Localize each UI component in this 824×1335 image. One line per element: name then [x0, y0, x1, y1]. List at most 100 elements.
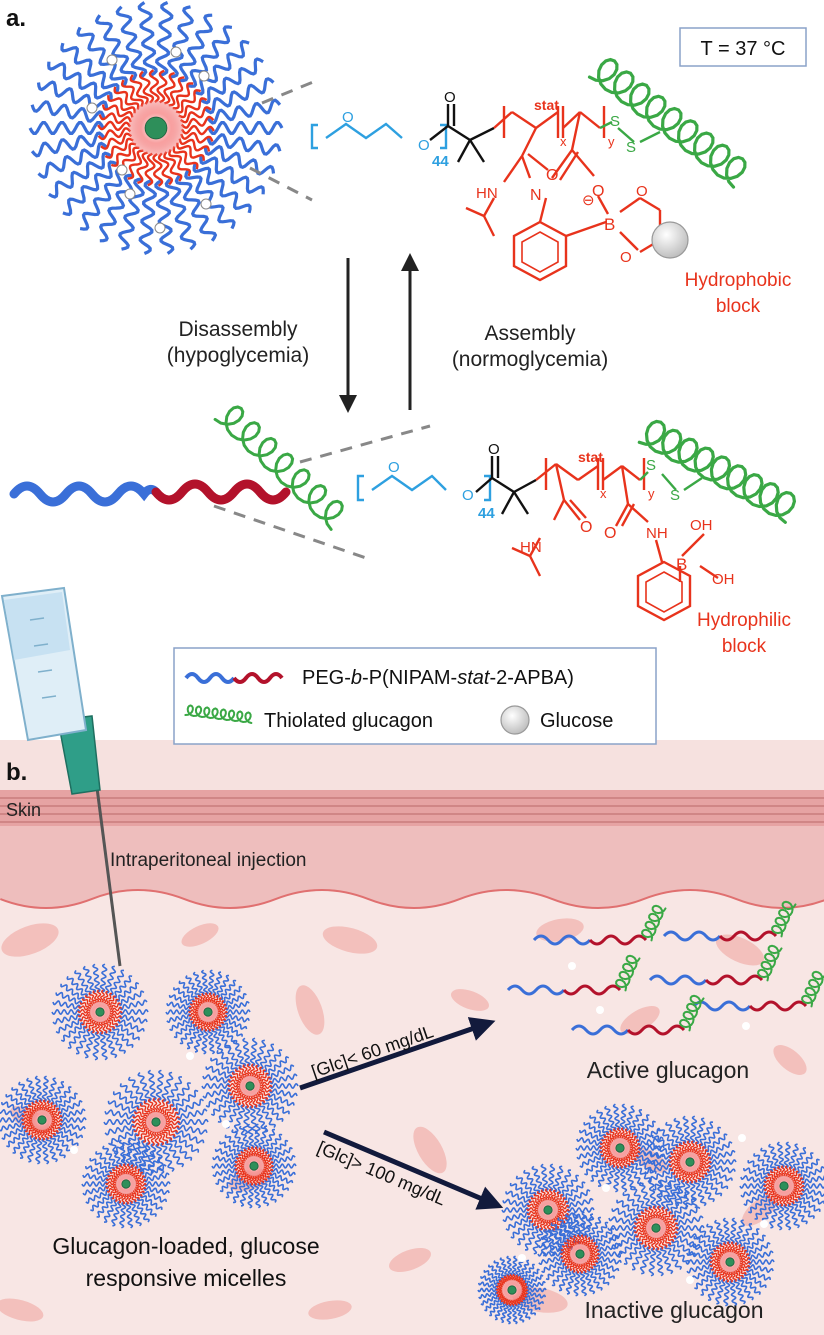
pnipam-chain [256, 1069, 266, 1080]
pnipam-chain [628, 1139, 640, 1146]
pnipam-chain [603, 1135, 613, 1142]
pnipam-chain [234, 1092, 244, 1103]
pnipam-chain [495, 1290, 503, 1295]
pnipam-chain [725, 1271, 730, 1283]
pnipam-chain [589, 1249, 600, 1255]
peg-chain [746, 1242, 771, 1257]
peg-chain [694, 1271, 716, 1290]
pnipam-chain [210, 993, 216, 1004]
peg-chain [60, 1022, 85, 1042]
pnipam-chain [95, 1021, 100, 1035]
pnipam-chain [104, 137, 134, 159]
peg-chain [801, 1188, 824, 1197]
arrow-high-glucose [323, 1129, 504, 1210]
micelles-label-2: responsive micelles [86, 1265, 287, 1291]
pnipam-chain [188, 1006, 199, 1011]
pnipam-chain [621, 1157, 627, 1168]
pnipam-chain [147, 1130, 153, 1146]
pnipam-chain [78, 1005, 91, 1011]
peg-chain [643, 1159, 672, 1165]
pnipam-chain [557, 1208, 570, 1213]
atom-o: O [418, 137, 430, 154]
pnipam-chain [190, 1003, 200, 1008]
peg-chain [484, 1296, 501, 1312]
peg-chain [54, 1086, 72, 1108]
peg-chain [192, 163, 252, 214]
peg-chain [127, 1076, 148, 1104]
glucose-bound [651, 221, 689, 259]
peg-chain [630, 1161, 651, 1181]
peg-chain [264, 1178, 284, 1198]
peg-chain [142, 1190, 167, 1203]
peg-chain [49, 1135, 66, 1159]
pnipam-chain [246, 1063, 252, 1077]
pnipam-chain [709, 1261, 721, 1267]
pnipam-chain [108, 998, 119, 1008]
pnipam-chain [165, 1123, 180, 1129]
pnipam-chain [602, 1152, 612, 1161]
peg-chain [734, 1219, 745, 1246]
pnipam-chain [573, 1234, 579, 1245]
peg-chain [219, 979, 237, 1000]
active-glucagon-label: Active glucagon [587, 1057, 749, 1083]
pnipam-chain [618, 1157, 624, 1169]
glucagon-helix [587, 57, 747, 189]
peg-chain [254, 1039, 267, 1068]
peg-chain [269, 1083, 299, 1089]
peg-chain [47, 61, 113, 101]
pnipam-chain [686, 1140, 692, 1153]
pnipam-chain [81, 1016, 92, 1026]
panel-b-label: b. [6, 759, 27, 786]
pnipam-chain [180, 132, 214, 144]
peg-chain [593, 1227, 615, 1246]
pnipam-chain [135, 1185, 147, 1191]
glucagon-core [95, 1007, 105, 1017]
peg-chain [118, 177, 145, 251]
pnipam-chain [48, 1104, 57, 1114]
pnipam-chain [710, 1264, 722, 1271]
pnipam-chain [588, 1245, 599, 1252]
peg-chain [477, 1287, 499, 1293]
pnipam-chain [217, 1007, 228, 1013]
peg-chain [531, 1165, 545, 1193]
pnipam-chain [736, 1246, 745, 1256]
pnipam-chain [550, 1189, 557, 1202]
peg-chain [119, 1083, 143, 1107]
peg-chain [708, 1159, 737, 1165]
pnipam-chain [693, 1170, 701, 1182]
pnipam-chain [250, 1095, 258, 1108]
peg-chain [502, 1211, 530, 1223]
pnipam-chain [665, 1226, 679, 1231]
peg-chain [102, 1145, 119, 1169]
pnipam-chain [238, 1093, 245, 1106]
peg-chain [648, 1179, 657, 1209]
pnipam-chain [793, 1187, 805, 1193]
peg-chain [58, 1100, 83, 1115]
peg-chain [223, 992, 247, 1007]
peg-chain [604, 1105, 617, 1131]
peg-chain [79, 168, 125, 231]
peg-chain [166, 1001, 192, 1011]
peg-chain [82, 1173, 109, 1182]
pnipam-chain [262, 1154, 271, 1162]
peg-chain [521, 1263, 535, 1281]
peg-chain [547, 1228, 556, 1257]
peg-chain [26, 1077, 39, 1103]
peg-chain [267, 1064, 295, 1080]
peg-chain [52, 1013, 81, 1025]
peg-chain [108, 1029, 126, 1055]
peg-chain [185, 975, 201, 998]
pnipam-chain [605, 1154, 614, 1164]
glucose-molecule [596, 1006, 604, 1014]
pnipam-chain [681, 1170, 688, 1183]
pnipam-chain [34, 1128, 39, 1140]
peg-chain [524, 1225, 539, 1251]
pnipam-chain [135, 1182, 147, 1187]
peg-chain [665, 1121, 683, 1146]
peg-chain [30, 131, 106, 158]
peg-chain [686, 1251, 713, 1260]
peg-chain [176, 1108, 208, 1121]
pnipam-chain [634, 1230, 648, 1238]
pnipam-chain [629, 1146, 641, 1151]
unimer-peg [570, 1024, 630, 1036]
